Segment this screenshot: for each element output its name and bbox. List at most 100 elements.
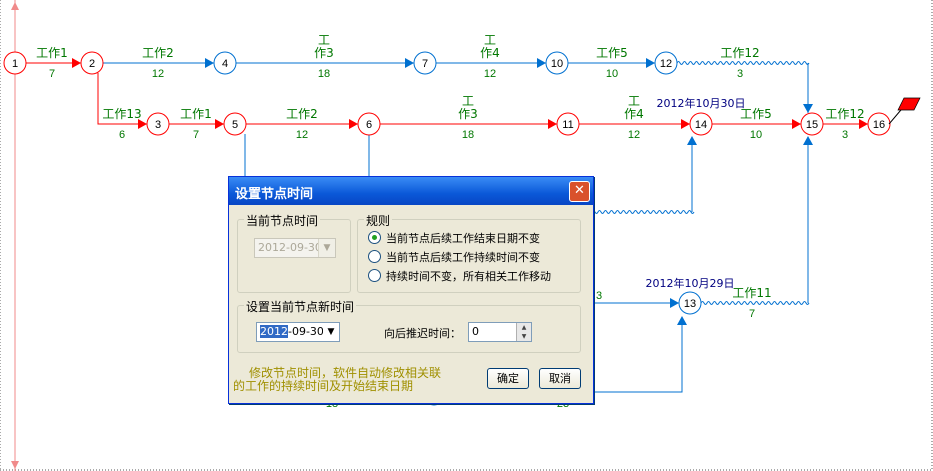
delay-value[interactable]: 0 (472, 325, 479, 338)
arrowhead-11 (859, 119, 868, 129)
rule-radio-3[interactable] (368, 269, 381, 282)
node-label-16: 16 (873, 119, 885, 131)
set-node-time-dialog: 设置节点时间 ✕ 当前节点时间 2012-09-30 ▼ 规则 当前节点后续工作… (228, 176, 594, 404)
activity-name-6-11-1: 作3 (458, 107, 478, 121)
new-date-value: 2012-09-30 (260, 325, 324, 338)
node-3 (146, 112, 170, 136)
rule-option-3[interactable]: 持续时间不变，所有相关工作移动 (386, 270, 551, 283)
activity-duration-12-15: 3 (737, 68, 743, 80)
activity-name-5-6-0: 工作2 (286, 107, 318, 121)
activity-duration-3-5: 7 (193, 129, 199, 141)
close-icon[interactable]: ✕ (569, 181, 590, 202)
wavy-12-15 (676, 61, 810, 65)
node-6 (357, 112, 381, 136)
arrowhead-7 (349, 119, 358, 129)
activity-duration-2-4: 12 (152, 68, 164, 80)
ok-button[interactable]: 确定 (487, 368, 529, 389)
node-12 (654, 51, 678, 75)
activity-name-11-14-1: 作4 (624, 107, 644, 121)
arrowhead-16 (677, 316, 687, 325)
arrowhead-14 (687, 136, 697, 145)
rule-option-2[interactable]: 当前节点后续工作持续时间不变 (386, 251, 540, 264)
activity-duration-11-14: 12 (628, 129, 640, 141)
activity-name-12-15-0: 工作12 (720, 46, 759, 60)
node-2 (80, 51, 104, 75)
activity-duration-2-3: 6 (119, 129, 125, 141)
node-label-15: 15 (806, 119, 818, 131)
activity-duration-6-11: 18 (462, 129, 474, 141)
node-label-6: 6 (366, 119, 372, 131)
activity-name-4-7-0: 工 (318, 33, 330, 47)
activity-name-13-15-0: 工作11 (732, 286, 771, 300)
arrowhead-10 (792, 119, 801, 129)
arrowhead-9 (681, 119, 690, 129)
arrowhead-2 (405, 58, 414, 68)
node-16 (867, 112, 891, 136)
rule-option-1[interactable]: 当前节点后续工作结束日期不变 (386, 232, 540, 245)
flag-icon (897, 97, 921, 111)
delay-stepper[interactable]: 0 ▲ ▼ (468, 322, 532, 342)
node-14 (689, 112, 713, 136)
activity-name-7-10-1: 作4 (480, 46, 500, 60)
rules-group: 规则 当前节点后续工作结束日期不变 当前节点后续工作持续时间不变 持续时间不变，… (357, 212, 581, 293)
cancel-button[interactable]: 取消 (539, 368, 581, 389)
activity-duration-5-6: 12 (296, 129, 308, 141)
chevron-down-icon[interactable]: ▼ (323, 323, 339, 341)
arrowhead-1 (205, 58, 214, 68)
arrowhead-0 (72, 58, 81, 68)
activity-name-15-16-0: 工作12 (825, 107, 864, 121)
activity-name-7-10-0: 工 (484, 33, 496, 47)
node-11 (556, 112, 580, 136)
edge-bottom-to-13 (592, 317, 683, 393)
node-label-10: 10 (551, 58, 563, 70)
hint-line-2: 的工作的持续时间及开始结束日期 (233, 379, 414, 393)
activity-name-10-12-0: 工作5 (596, 46, 628, 60)
current-node-time-group: 当前节点时间 2012-09-30 ▼ (237, 212, 351, 293)
activity-name-6-11-0: 工 (462, 94, 474, 108)
arrowhead-6 (215, 119, 224, 129)
arrowhead-4 (646, 58, 655, 68)
node-label-4: 4 (222, 58, 228, 70)
node-label-11: 11 (562, 119, 573, 131)
node-label-2: 2 (89, 58, 95, 70)
time-axis-arrow-top (11, 2, 19, 10)
node-4 (213, 51, 237, 75)
activity-name-1-2-0: 工作1 (36, 46, 68, 60)
hint-line-1: 修改节点时间，软件自动修改相关联 (249, 366, 442, 380)
node-label-13: 13 (684, 298, 696, 310)
dialog-title-bar[interactable]: 设置节点时间 ✕ (229, 177, 593, 205)
delay-label: 向后推迟时间： (384, 327, 461, 340)
node13-date: 2012年10月29日 (646, 276, 735, 290)
chevron-up-icon[interactable]: ▲ (516, 323, 531, 332)
activity-name-3-5-0: 工作1 (180, 107, 212, 121)
node-1 (3, 51, 27, 75)
wavy-13-15 (700, 301, 810, 305)
node-7 (413, 51, 437, 75)
activity-duration-7-10: 12 (484, 68, 496, 80)
arrowhead-15 (670, 298, 679, 308)
chevron-down-icon[interactable]: ▼ (516, 332, 531, 341)
activity-duration-10-12: 10 (606, 68, 618, 80)
new-date-combo[interactable]: 2012-09-30 ▼ (256, 322, 340, 342)
rule-radio-2[interactable] (368, 250, 381, 263)
node-label-3: 3 (155, 119, 161, 131)
activity-name-2-4-0: 工作2 (142, 46, 174, 60)
activity-duration-14-15: 10 (750, 129, 762, 141)
node-label-5: 5 (232, 119, 238, 131)
activity-duration-1-2: 7 (49, 68, 55, 80)
activity-duration-4-7: 18 (318, 68, 330, 80)
wavy-to-14 (591, 210, 695, 214)
activity-duration-13-15: 7 (749, 308, 755, 320)
edge-2-3 (97, 73, 147, 125)
activity-duration-15-16: 3 (842, 129, 848, 141)
rule-radio-1[interactable] (368, 231, 381, 244)
activity-name-14-15-0: 工作5 (740, 107, 772, 121)
activity-name-11-14-0: 工 (628, 94, 640, 108)
new-node-time-group: 设置当前节点新时间 2012-09-30 ▼ 向后推迟时间： 0 ▲ ▼ (237, 298, 581, 353)
arrowhead-8 (548, 119, 557, 129)
activity-name-4-7-1: 作3 (314, 46, 334, 60)
node-10 (545, 51, 569, 75)
current-node-time-label: 当前节点时间 (244, 212, 321, 229)
current-date-combo: 2012-09-30 ▼ (254, 238, 336, 258)
